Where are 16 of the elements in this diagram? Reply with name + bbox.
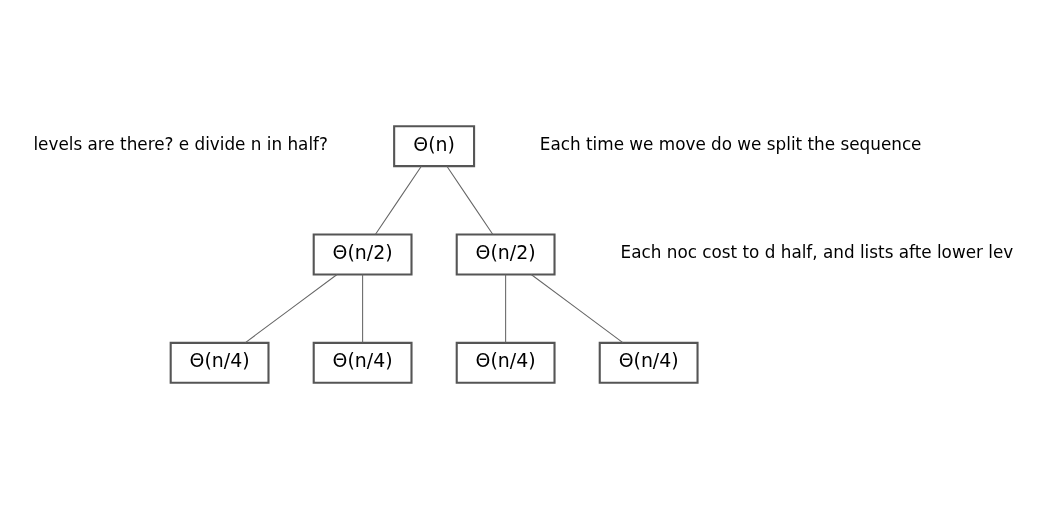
label: levels are there? e divide n in half? <box>33 133 328 154</box>
connector <box>362 273 364 343</box>
label: Each time we move do we split the sequence <box>539 133 922 154</box>
connector <box>244 273 338 343</box>
connector <box>375 165 422 235</box>
label: Each noc cost to d half, and lists afte lower lev <box>620 242 1014 262</box>
node-box: Θ(n/2) <box>455 232 556 276</box>
node-box: Θ(n/4) <box>312 341 413 384</box>
node-box: Θ(n) <box>393 124 476 167</box>
node-box: Θ(n/2) <box>312 232 413 276</box>
connector <box>446 165 494 235</box>
node-box: Θ(n/4) <box>169 341 270 384</box>
connector <box>505 273 507 343</box>
connector <box>530 273 624 343</box>
node-box: Θ(n/4) <box>455 341 556 384</box>
node-box: Θ(n/4) <box>598 341 699 384</box>
